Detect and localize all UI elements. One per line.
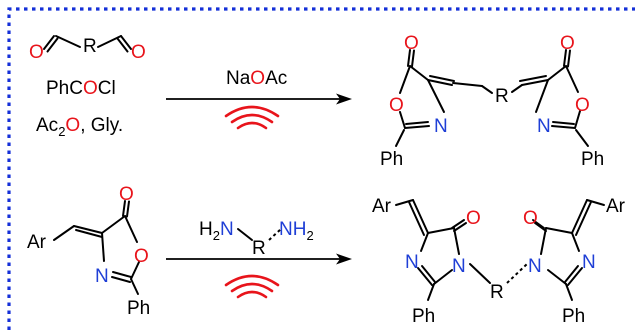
dialdehyde-oxygen-left: O <box>29 42 44 63</box>
heat-waves-icon <box>224 274 280 299</box>
reagent-benzoyl-chloride: PhCOCl <box>46 78 116 99</box>
reactant-phenyl: Ph <box>127 298 150 319</box>
product2-carbonyl-oxygen-left: O <box>466 208 481 229</box>
condition-sodium-acetate: NaOAc <box>226 68 287 89</box>
reactant-aryl-group: Ar <box>27 232 47 253</box>
product1-carbonyl-oxygen-left: O <box>404 33 419 54</box>
product1-phenyl-right: Ph <box>581 149 604 170</box>
product1-ring-nitrogen-right: N <box>537 116 551 137</box>
reaction-arrow-icon <box>166 253 352 265</box>
product1-phenyl-left: Ph <box>380 149 403 170</box>
arylidene-oxazolone-reactant: Ar O O N Ph <box>27 184 150 319</box>
diamine-left-amine: H2N <box>199 219 234 243</box>
bis-imidazolone-product: Ar O N N Ph R <box>372 196 626 327</box>
product2-carbonyl-oxygen-right: O <box>523 208 538 229</box>
heat-waves-icon <box>224 105 280 130</box>
dialdehyde-structure: O R O <box>29 35 146 63</box>
reagent-acetic-anhydride-glycine: Ac2O, Gly. <box>36 115 123 139</box>
product1-ring-oxygen-right: O <box>575 95 590 116</box>
bis-oxazolone-product: O O N Ph R O O N Ph <box>380 33 604 170</box>
reactant-ring-nitrogen: N <box>95 266 109 287</box>
dialdehyde-oxygen-right: O <box>131 42 146 63</box>
product2-phenyl-right: Ph <box>562 306 585 327</box>
product2-aryl-left: Ar <box>372 196 392 217</box>
dotted-frame-border <box>7 7 635 331</box>
product1-carbonyl-oxygen-right: O <box>560 33 575 54</box>
product2-phenyl-left: Ph <box>412 306 435 327</box>
product2-imide-nitrogen-right: N <box>528 256 542 277</box>
product2-linker-r: R <box>490 282 504 303</box>
reaction-1: O R O PhCOCl Ac2O, Gly. NaOAc <box>29 33 604 170</box>
reaction-2: Ar O O N Ph H2N R NH2 <box>27 184 626 327</box>
product1-ring-oxygen-left: O <box>389 95 404 116</box>
dialdehyde-r-group: R <box>83 36 97 57</box>
reactant-carbonyl-oxygen: O <box>119 184 134 205</box>
diamine-linker-r: R <box>252 238 266 259</box>
condition-diamine: H2N R NH2 <box>199 219 314 259</box>
product1-ring-nitrogen-left: N <box>434 116 448 137</box>
diamine-right-amine: NH2 <box>279 219 314 243</box>
product2-ring-nitrogen-left: N <box>405 252 419 273</box>
reactant-ring-oxygen: O <box>134 246 149 267</box>
product2-imide-nitrogen-left: N <box>452 256 466 277</box>
reaction-arrow-icon <box>166 93 352 105</box>
product2-aryl-right: Ar <box>606 196 626 217</box>
product2-ring-nitrogen-right: N <box>582 252 596 273</box>
product1-linker-r: R <box>495 86 509 107</box>
